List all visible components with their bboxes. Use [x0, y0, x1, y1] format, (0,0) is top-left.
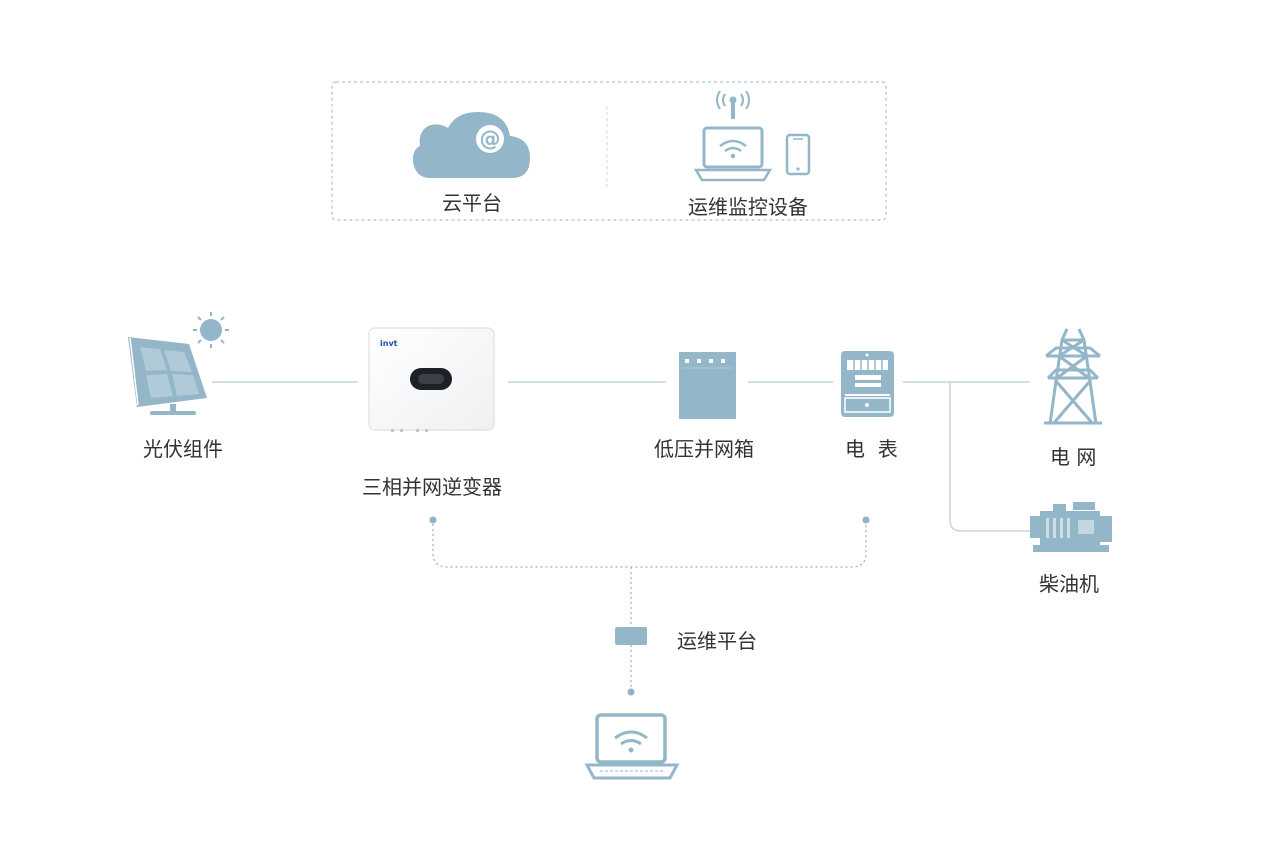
- inverter-port-dot: [429, 516, 437, 524]
- cloud-icon: @: [412, 112, 530, 178]
- sun-icon: [193, 312, 229, 348]
- inverter-brand-logo: invt: [380, 339, 398, 348]
- link-diesel: [949, 382, 1030, 532]
- platform-laptop-icon: [584, 713, 680, 780]
- ops-platform-label: 运维平台: [677, 629, 757, 653]
- monitoring-bus-dashed: [432, 524, 867, 568]
- diesel-label: 柴油机: [1039, 572, 1099, 596]
- laptop-port-dot: [627, 688, 635, 696]
- monitoring-device-label: 运维监控设备: [688, 195, 808, 219]
- grid-label: 电 网: [1050, 445, 1097, 469]
- lv-box-label: 低压并网箱: [654, 437, 754, 461]
- lv-box-icon: [679, 352, 736, 419]
- meter-icon: [841, 351, 894, 417]
- inverter-icon: [368, 327, 495, 432]
- meter-label: 电 表: [845, 437, 898, 461]
- cloud-platform-label: 云平台: [442, 191, 502, 215]
- monitoring-panel-border: [331, 81, 887, 221]
- solar-panel-icon: [128, 337, 207, 415]
- platform-gateway-icon: [615, 627, 647, 645]
- power-tower-icon: [1044, 328, 1102, 425]
- pv-module-label: 光伏组件: [143, 437, 223, 461]
- antenna-icon: [716, 90, 750, 119]
- svg-text:@: @: [480, 127, 501, 151]
- diesel-generator-icon: [1030, 502, 1112, 552]
- inverter-label: 三相并网逆变器: [362, 475, 502, 499]
- monitor-laptop-icon: [693, 126, 773, 182]
- meter-port-dot: [862, 516, 870, 524]
- phone-icon: [785, 133, 811, 176]
